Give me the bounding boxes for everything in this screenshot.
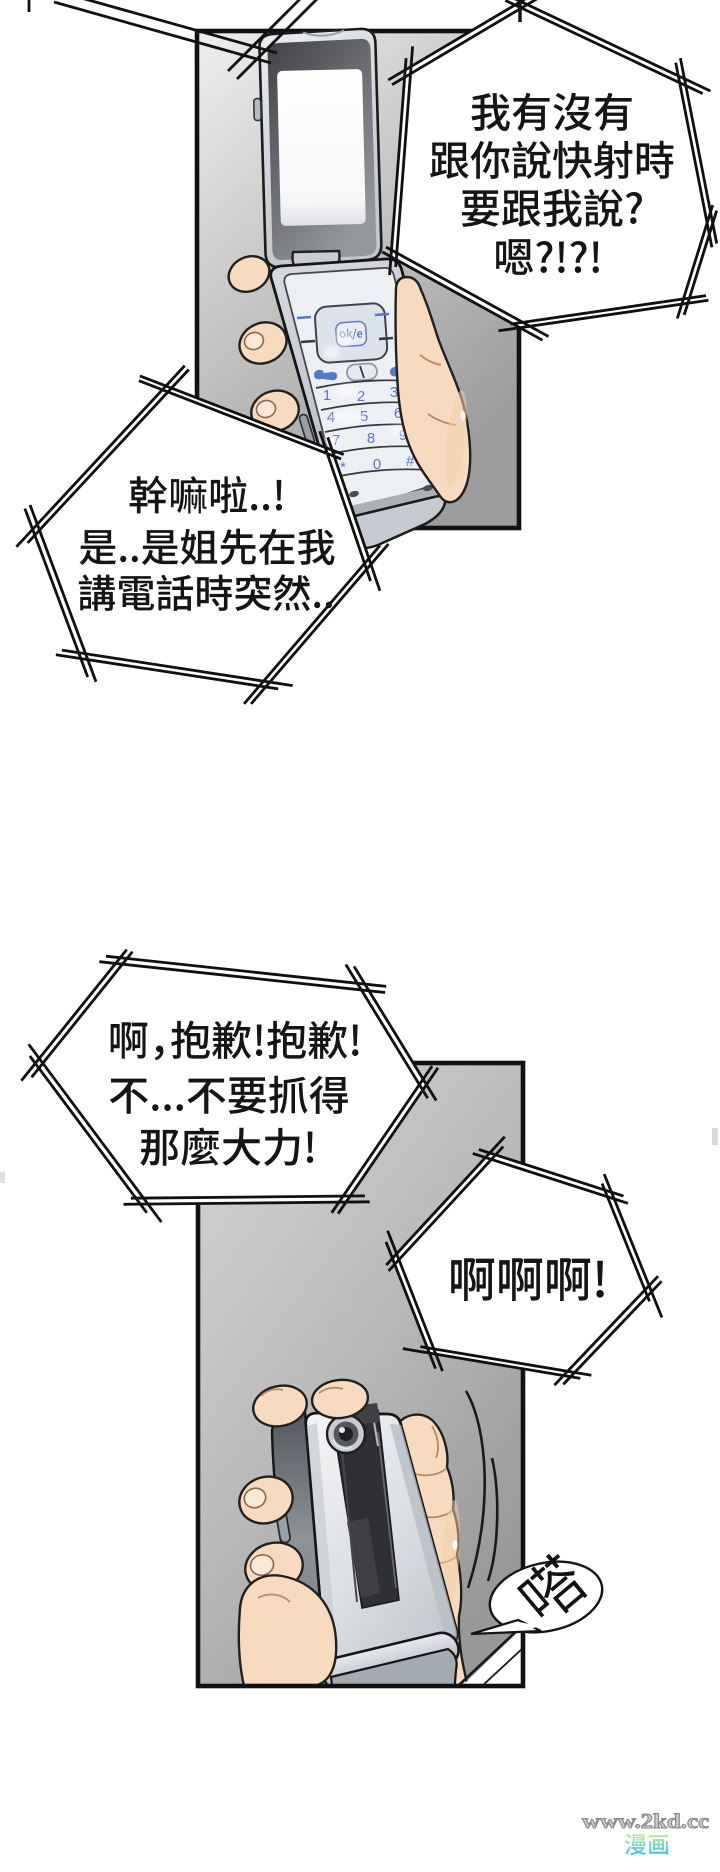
svg-text:1: 1 (323, 387, 331, 404)
svg-text:0: 0 (373, 456, 381, 473)
svg-text:9: 9 (399, 427, 407, 444)
svg-text:6: 6 (394, 405, 402, 422)
svg-text:2: 2 (357, 388, 365, 405)
svg-text:www.2kd.cc: www.2kd.cc (582, 1809, 709, 1833)
svg-text:#: # (406, 453, 415, 470)
svg-text:5: 5 (360, 408, 368, 425)
svg-text:*: * (340, 459, 346, 476)
svg-text:3: 3 (390, 384, 398, 401)
svg-text:4: 4 (327, 409, 335, 426)
svg-text:8: 8 (367, 430, 375, 447)
